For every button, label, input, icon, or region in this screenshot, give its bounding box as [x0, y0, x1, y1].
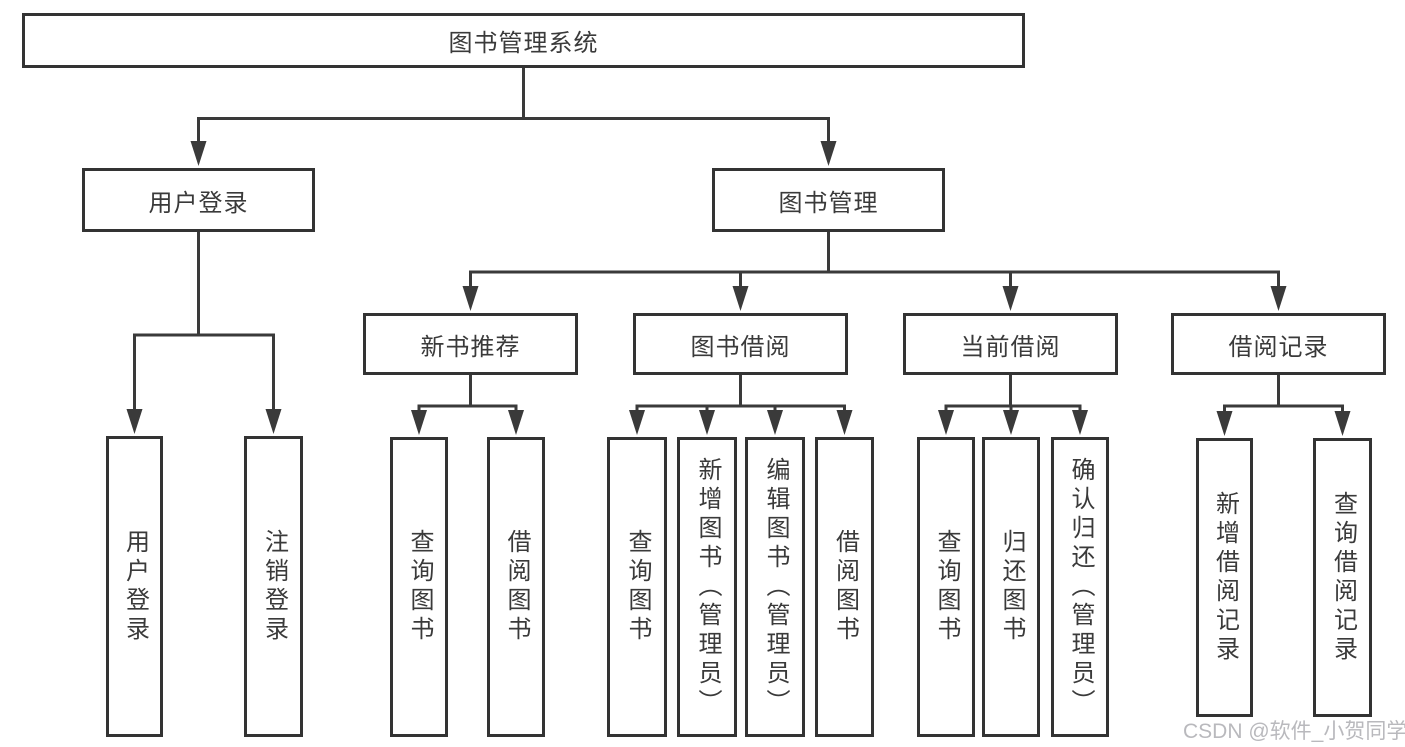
- node-label: 新增图书（管理员）: [694, 456, 721, 718]
- node-label: 用户登录: [121, 528, 149, 645]
- connector-borrowing-children: [635, 375, 846, 411]
- connector-records-children: [1223, 375, 1344, 412]
- node-query-books-current: 查询图书: [917, 437, 975, 737]
- node-query-books-recommend: 查询图书: [390, 437, 448, 737]
- node-label: 借阅图书: [503, 529, 530, 645]
- connector-current-children: [944, 375, 1082, 411]
- node-library-management-system: 图书管理系统: [22, 13, 1025, 68]
- node-current-borrowing: 当前借阅: [903, 313, 1118, 375]
- node-label: 查询图书: [406, 529, 433, 645]
- node-label: 编辑图书（管理员）: [762, 456, 789, 718]
- node-label: 图书管理系统: [448, 30, 599, 57]
- node-book-borrowing: 图书借阅: [633, 313, 848, 375]
- node-label: 新书推荐: [420, 333, 521, 361]
- node-label: 注销登录: [260, 528, 288, 645]
- node-logout: 注销登录: [244, 436, 303, 737]
- node-label: 查询图书: [933, 529, 960, 645]
- node-return-books: 归还图书: [982, 437, 1040, 737]
- node-label: 借阅记录: [1228, 333, 1329, 361]
- connector-user-login-children: [133, 232, 275, 409]
- node-borrowing-records: 借阅记录: [1171, 313, 1386, 375]
- node-query-borrow-record: 查询借阅记录: [1313, 438, 1372, 717]
- node-label: 用户登录: [148, 189, 249, 217]
- node-borrow-books-recommend: 借阅图书: [487, 437, 545, 737]
- node-label: 借阅图书: [831, 529, 859, 645]
- node-borrow-books-leaf: 借阅图书: [815, 437, 874, 737]
- node-edit-books-admin: 编辑图书（管理员）: [745, 437, 805, 737]
- node-book-management: 图书管理: [712, 168, 945, 232]
- connector-book-management-children: [469, 232, 1280, 287]
- node-user-login-leaf: 用户登录: [106, 436, 163, 737]
- node-label: 图书管理: [778, 189, 879, 217]
- node-label: 查询图书: [624, 529, 651, 645]
- node-new-book-recommendation: 新书推荐: [363, 313, 578, 375]
- node-label: 查询借阅记录: [1329, 490, 1357, 665]
- node-confirm-return-admin: 确认归还（管理员）: [1051, 437, 1109, 737]
- node-label: 当前借阅: [960, 333, 1061, 361]
- node-label: 确认归还（管理员）: [1067, 456, 1094, 718]
- node-label: 新增借阅记录: [1211, 490, 1239, 665]
- watermark: CSDN @软件_小贺同学: [1183, 720, 1405, 743]
- node-query-books-borrowing: 查询图书: [607, 437, 667, 737]
- connector-root-to-level2: [197, 68, 830, 142]
- node-add-books-admin: 新增图书（管理员）: [677, 437, 737, 737]
- node-user-login: 用户登录: [82, 168, 315, 232]
- node-label: 图书借阅: [690, 333, 791, 361]
- node-label: 归还图书: [998, 529, 1025, 645]
- node-add-borrow-record: 新增借阅记录: [1196, 438, 1253, 717]
- connector-new-book-children: [417, 375, 518, 411]
